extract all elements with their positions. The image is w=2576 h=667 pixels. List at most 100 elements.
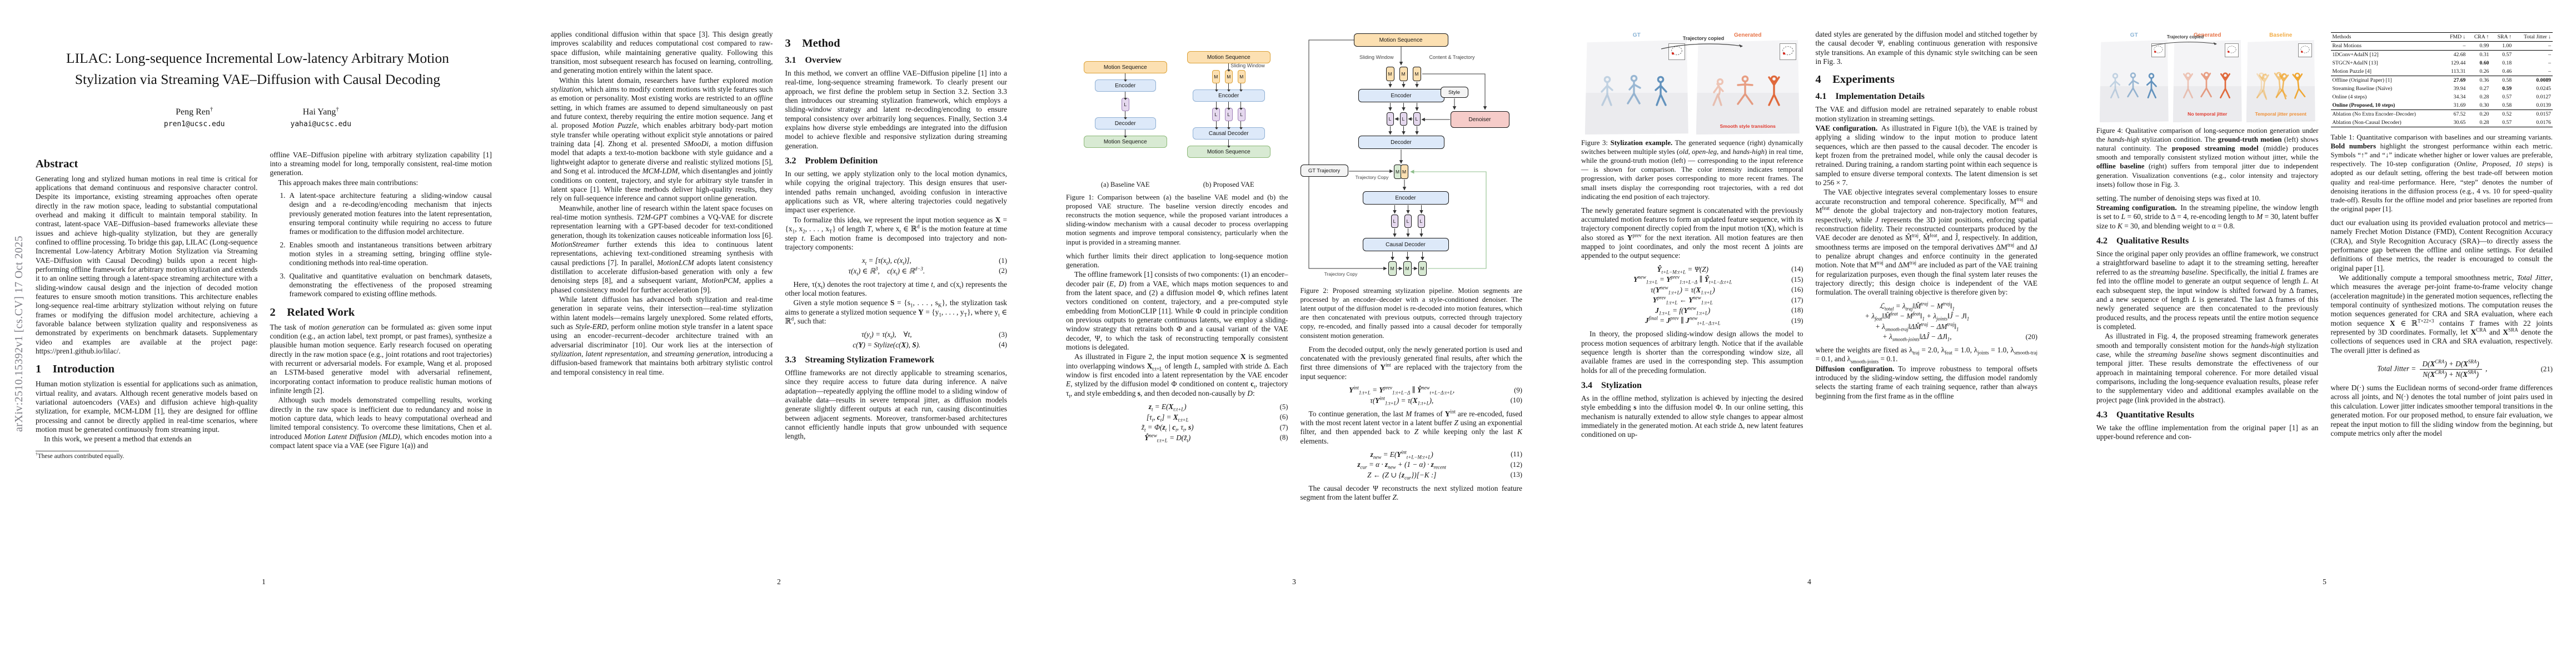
paragraph: We take the offline implementation from … xyxy=(2096,423,2319,441)
paragraph: This approach makes three main contribut… xyxy=(278,178,418,187)
baseline-label: Baseline xyxy=(2269,32,2293,38)
paragraph: The causal decoder Ψ reconstructs the ne… xyxy=(1300,484,1523,502)
table-value-cell: – xyxy=(2548,60,2551,66)
encoder-box: Encoder xyxy=(1362,191,1449,205)
equation-math: znew = E(Yintt+L−M:t+L) xyxy=(1370,449,1433,460)
trajectory-copy-label: Trajectory Copy xyxy=(1355,175,1389,180)
table-value-cell: 0.46 xyxy=(2502,68,2512,74)
curved-arrow xyxy=(1661,43,1743,49)
equation-number: (2) xyxy=(999,267,1007,275)
equation-math: + λsmooth-traj‖ΔM̂traj − ΔMtraj‖1 xyxy=(1875,321,1959,332)
section-heading: 4.2 Qualitative Results xyxy=(2096,236,2189,246)
paragraph: applies conditional diffusion within tha… xyxy=(551,30,773,75)
equation: Z ← (Z ∪ {zcur})[−K :](13) xyxy=(1301,471,1522,480)
paragraph: From the decoded output, only the newly … xyxy=(1300,345,1523,381)
column-2: Motion Sequence Sliding Window Content &… xyxy=(1300,30,1523,502)
baseline-panel: Temporal jitter present xyxy=(2246,40,2315,122)
equation: J1:t+L = f(Ynew1:t+L) (18) xyxy=(1581,305,1803,316)
equation: Yprev1:t+L ← Ynew1:t+L (17) xyxy=(1581,295,1803,306)
author: Hai Yang†yahai@ucsc.edu xyxy=(291,106,352,128)
paragraph: Here, τ(xt) denotes the root trajectory … xyxy=(785,280,1008,298)
no-jitter-note: No temporal jitter xyxy=(2188,111,2228,117)
footnote: †These authors contributed equally. xyxy=(36,450,258,460)
table-header: Methods xyxy=(2330,32,2443,42)
equation-math: τ(yt) = τ(xt), ∀t, xyxy=(861,330,912,341)
latent-chip: L xyxy=(1237,108,1245,121)
smooth-transitions-note: Smooth style transitions xyxy=(1720,123,1776,129)
equation-number: (11) xyxy=(1511,450,1522,459)
paragraph: Within this latent domain, researchers h… xyxy=(551,76,773,203)
down-arrows xyxy=(1214,83,1243,92)
sliding-window-row: Sliding Window xyxy=(1187,63,1270,72)
equation-math: Yprev1:t+L ← Ynew1:t+L xyxy=(1652,295,1713,306)
figure-caption: Figure 2: Proposed streaming stylization… xyxy=(1300,287,1523,340)
table-value-cell: 0.28 xyxy=(2479,94,2489,100)
table-value-cell: 0.57 xyxy=(2490,50,2514,59)
segment-chip: M xyxy=(1237,70,1245,83)
paragraph: To formalize this idea, we represent the… xyxy=(785,215,1008,251)
gt-panel-column: GT xyxy=(2099,32,2169,122)
table-value-cell: 129.44 xyxy=(2450,60,2466,66)
column-1: applies conditional diffusion within tha… xyxy=(551,30,773,441)
list-item: 2.Enables smooth and instantaneous trans… xyxy=(276,241,492,268)
column-1: GT Generated xyxy=(2096,30,2319,442)
equation-math: c(Y) = Stylize(c(X), S). xyxy=(853,340,921,349)
equation-number: (20) xyxy=(2025,332,2037,341)
paper-title: LILAC: Long-sequence Incremental Low-lat… xyxy=(66,50,449,88)
sliding-window-label: Sliding Window xyxy=(1359,54,1394,60)
equation-math: J1:t+L = f(Ynew1:t+L) xyxy=(1655,305,1711,316)
figure-caption: Figure 4: Qualitative comparison of long… xyxy=(2096,127,2319,188)
paragraph: where the weights are fixed as λtraj = 2… xyxy=(1815,346,2038,365)
table-value-cell: 113.31 xyxy=(2451,68,2466,74)
decoder-box: Decoder xyxy=(1358,136,1444,149)
paragraph: where D(·) sums the Euclidean norms of s… xyxy=(2330,384,2553,437)
equation-block: xt = [τ(xt), c(xt)],(1)τ(xt) ∈ ℝ3, c(xt)… xyxy=(785,256,1007,276)
table-value-cell: 0.0245 xyxy=(2536,86,2551,92)
equation-math: Ŷnewt:t+L = D(z̃t) xyxy=(1144,432,1191,444)
paragraph: As in the offline method, stylization is… xyxy=(1581,394,1803,439)
equation: znew = E(Yintt+L−M:t+L) (11) xyxy=(1301,449,1522,460)
equation-math: τ(Ynew1:t+L) = τ(X1:t+L) xyxy=(1650,285,1715,296)
paragraph: While latent diffusion has advanced both… xyxy=(551,295,773,376)
table-method-cell: Motion Puzzle [4] xyxy=(2332,68,2372,74)
page-2: applies conditional diffusion within tha… xyxy=(515,0,1030,667)
equation-number: (18) xyxy=(1791,306,1803,315)
style-box: Style xyxy=(1440,87,1468,98)
table-value-cell: 0.58 xyxy=(2490,76,2514,84)
equation: Ynew1:t+L = Yprev1:t+L−Δ ∥ Ŷt+L−Δ:t+L(15… xyxy=(1581,275,1803,285)
output-chip: M xyxy=(1388,261,1397,276)
contribution-list: 1.A latent-space architecture featuring … xyxy=(270,191,492,299)
table-value-cell: 0.52 xyxy=(2490,109,2514,118)
motion-sequence-box: Motion Sequence xyxy=(1083,61,1167,73)
equation-block: zt = E(Xt:t+L)(5)[τt, ct] = Xt:t+L(6)z̃t… xyxy=(1066,402,1288,444)
table-value-cell: 30.65 xyxy=(2453,120,2466,126)
equation-number: (17) xyxy=(1791,296,1803,304)
equation: τ(yt) = τ(xt), ∀t,(3) xyxy=(785,330,1007,341)
paragraph: The offline framework [1] consists of tw… xyxy=(1066,270,1288,352)
project-page-link[interactable]: https://pren1.github.io/lilac/ xyxy=(36,347,119,356)
paragraph: As illustrated in Figure 2, the input mo… xyxy=(1066,352,1288,399)
paragraph: which further limits their direct applic… xyxy=(1066,251,1288,269)
equation-math: [τt, ct] = Xt:t+L xyxy=(1146,412,1189,423)
generated-panel: No temporal jitter xyxy=(2173,40,2242,122)
trajectory-copied-annotation: Trajectory copied xyxy=(1659,36,1748,51)
table-value-cell: 0.99 xyxy=(2479,43,2489,49)
equation: Jfinal = Jprev ∥ Jnewt+L−Δ:t+L(19) xyxy=(1581,316,1803,326)
equation-number: (13) xyxy=(1510,471,1522,479)
generated-label: Generated xyxy=(2194,32,2221,38)
causal-decoder-box: Causal Decoder xyxy=(1362,238,1449,251)
generated-label: Generated xyxy=(1734,32,1762,38)
equation-math: zcur = α · znew + (1 − α) · zrecent xyxy=(1357,460,1446,471)
page-number: 5 xyxy=(2323,578,2326,586)
author: Peng Ren†pren1@ucsc.edu xyxy=(164,106,225,128)
down-arrow xyxy=(1227,63,1230,72)
paragraph: In our setting, we apply stylization onl… xyxy=(785,170,1008,215)
